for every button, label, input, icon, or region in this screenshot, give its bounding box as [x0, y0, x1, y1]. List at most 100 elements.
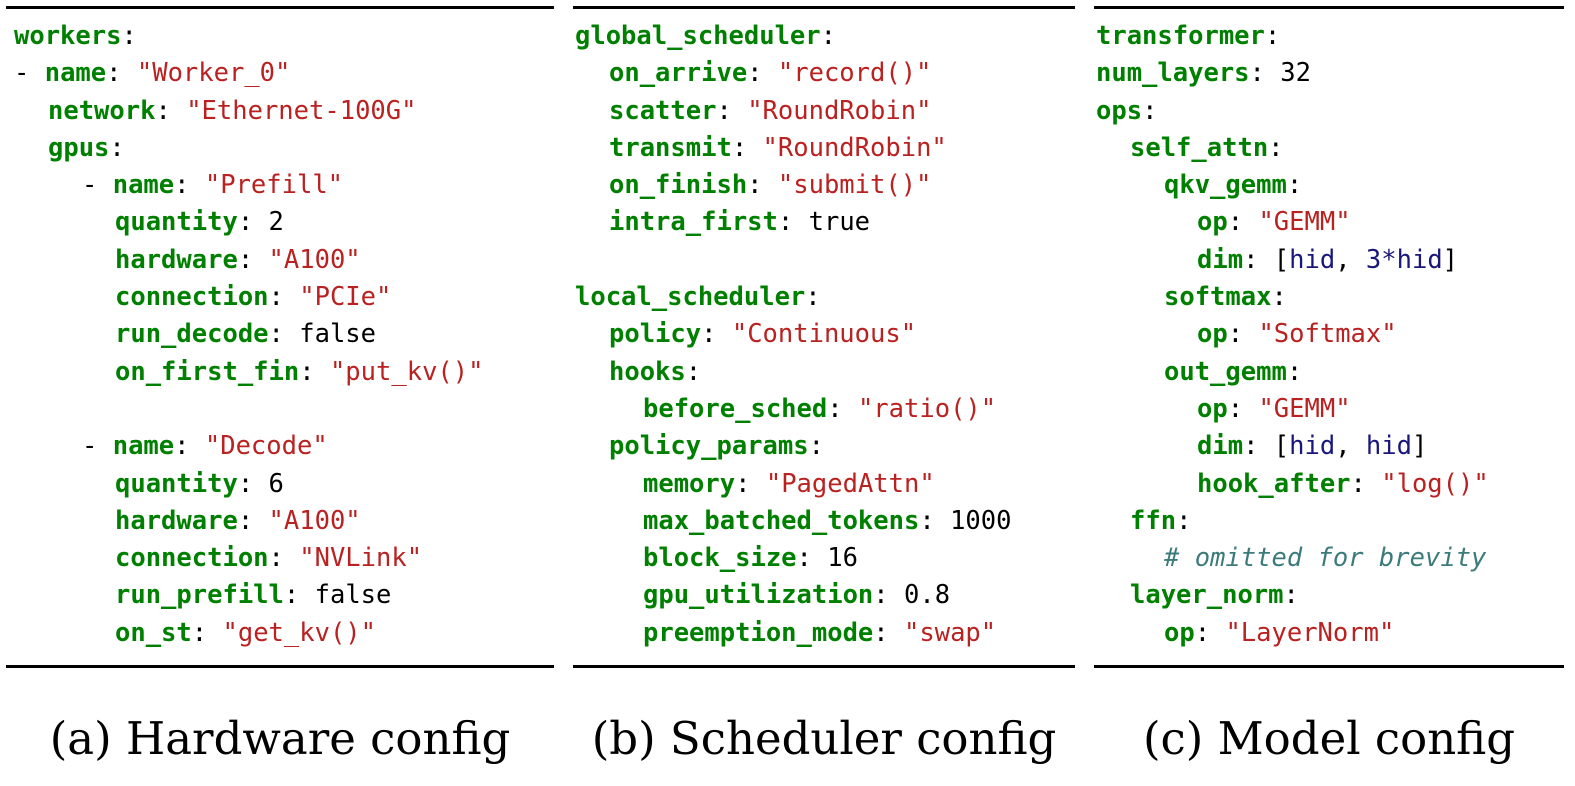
yaml-string: "RoundRobin" [747, 95, 932, 126]
code-line: on_st: "get_kv()" [14, 615, 483, 652]
code-line: run_prefill: false [14, 577, 483, 614]
yaml-key: max_batched_tokens [643, 505, 920, 536]
yaml-punctuation: : [808, 431, 824, 462]
yaml-punctuation: : [299, 356, 330, 387]
yaml-key: quantity [115, 207, 238, 238]
yaml-punctuation: : [1268, 132, 1284, 163]
yaml-key: self_attn [1130, 132, 1269, 163]
scheduler-config-panel: global_scheduler:on_arrive: "record()"sc… [573, 0, 1075, 670]
yaml-key: op [1164, 617, 1195, 648]
yaml-punctuation: : [873, 580, 905, 611]
yaml-variable: hid [1365, 431, 1412, 462]
yaml-key: softmax [1164, 282, 1272, 313]
yaml-key: transmit [609, 132, 732, 163]
code-line: hook_after: "log()" [1096, 466, 1489, 503]
yaml-string: "log()" [1381, 468, 1489, 499]
yaml-key: global_scheduler [575, 21, 821, 51]
yaml-punctuation: : [1350, 468, 1382, 499]
yaml-string: "GEMM" [1258, 207, 1351, 238]
code-line: on_first_fin: "put_kv()" [14, 354, 483, 391]
yaml-value: 1000 [950, 505, 1012, 536]
code-line: dim: [hid, hid] [1096, 428, 1489, 465]
code-line: block_size: 16 [575, 540, 1011, 577]
yaml-variable: 3*hid [1365, 244, 1443, 275]
code-line [575, 242, 1011, 279]
code-line: op: "GEMM" [1096, 391, 1489, 428]
hardware-config-panel: workers:- name: "Worker_0"network: "Ethe… [6, 0, 554, 670]
yaml-key: transformer [1096, 21, 1265, 51]
code-line: quantity: 2 [14, 204, 483, 241]
yaml-key: hook_after [1197, 468, 1351, 499]
yaml-string: "A100" [268, 505, 361, 536]
yaml-punctuation: : [747, 170, 778, 201]
yaml-punctuation: : [106, 58, 137, 89]
yaml-punctuation: : [174, 431, 205, 462]
yaml-key: local_scheduler [575, 282, 806, 313]
yaml-key: run_decode [115, 319, 269, 350]
yaml-punctuation: : [191, 617, 223, 648]
yaml-punctuation: : [1264, 21, 1281, 51]
code-line: global_scheduler: [575, 18, 1011, 55]
yaml-string: "get_kv()" [222, 617, 377, 648]
yaml-punctuation: : [701, 319, 732, 350]
code-line: network: "Ethernet-100G" [14, 93, 483, 130]
yaml-key: gpu_utilization [643, 580, 874, 611]
bottom-rule [573, 665, 1075, 668]
yaml-string: "Decode" [204, 431, 328, 462]
code-line: num_layers: 32 [1096, 55, 1489, 92]
code-line: connection: "PCIe" [14, 279, 483, 316]
yaml-key: preemption_mode [643, 617, 874, 648]
yaml-punctuation: : [268, 319, 300, 350]
yaml-key: ops [1096, 95, 1143, 126]
yaml-key: name [44, 58, 107, 89]
yaml-punctuation: : [805, 282, 821, 313]
yaml-key: name [112, 170, 175, 201]
caption-scheduler-config: (b) Scheduler config [591, 712, 1057, 765]
yaml-key: hooks [609, 356, 686, 387]
code-line: quantity: 6 [14, 466, 483, 503]
code-line: op: "LayerNorm" [1096, 615, 1489, 652]
code-line: qkv_gemm: [1096, 167, 1489, 204]
yaml-punctuation: : [237, 244, 269, 275]
yaml-key: on_st [115, 617, 192, 648]
yaml-punctuation: : [873, 617, 905, 648]
yaml-punctuation: : [777, 207, 809, 238]
top-rule [573, 6, 1075, 9]
yaml-string: "ratio()" [857, 393, 997, 424]
code-line: hooks: [575, 354, 1011, 391]
code-line: ffn: [1096, 503, 1489, 540]
code-line: transmit: "RoundRobin" [575, 130, 1011, 167]
yaml-key: policy [609, 319, 702, 350]
yaml-punctuation: - [82, 170, 113, 201]
yaml-key: num_layers [1096, 58, 1250, 89]
code-line: policy: "Continuous" [575, 316, 1011, 353]
code-line: # omitted for brevity [1096, 540, 1489, 577]
yaml-string: "Ethernet-100G" [186, 95, 417, 126]
yaml-key: out_gemm [1164, 356, 1287, 387]
yaml-string: "put_kv()" [329, 356, 484, 387]
yaml-key: op [1197, 207, 1228, 238]
yaml-value: 0.8 [904, 580, 951, 611]
yaml-string: "A100" [268, 244, 361, 275]
yaml-string: "Continuous" [731, 319, 917, 350]
code-line: - name: "Worker_0" [14, 55, 483, 92]
yaml-punctuation: : [716, 95, 748, 126]
yaml-punctuation: ] [1442, 244, 1459, 275]
yaml-punctuation: - [82, 431, 113, 462]
yaml-key: quantity [115, 468, 238, 499]
yaml-punctuation: : [919, 505, 951, 536]
yaml-key: layer_norm [1130, 580, 1284, 611]
yaml-punctuation: : [1142, 95, 1158, 126]
hardware-config-code: workers:- name: "Worker_0"network: "Ethe… [14, 18, 483, 652]
code-line: op: "Softmax" [1096, 316, 1489, 353]
yaml-punctuation: : [1283, 580, 1299, 611]
yaml-key: ffn [1130, 505, 1177, 536]
yaml-string: "PagedAttn" [765, 468, 935, 499]
code-line: gpu_utilization: 0.8 [575, 577, 1011, 614]
yaml-key: dim [1197, 244, 1244, 275]
yaml-punctuation: : [237, 505, 269, 536]
top-rule [6, 6, 554, 9]
yaml-punctuation: : [1286, 356, 1303, 387]
